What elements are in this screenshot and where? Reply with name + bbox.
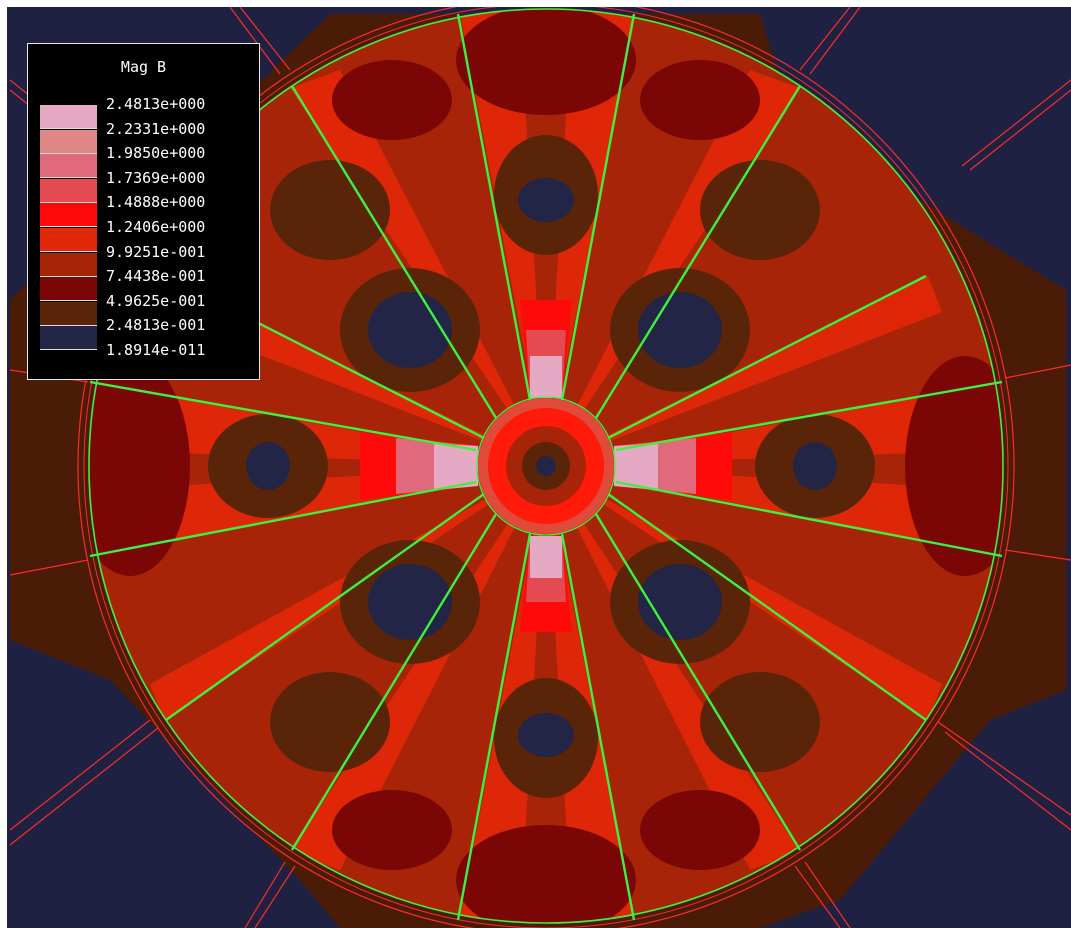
legend-swatch bbox=[40, 105, 97, 129]
legend-value-label: 1.4888e+000 bbox=[106, 193, 206, 212]
legend-swatch bbox=[40, 178, 97, 203]
legend-swatch bbox=[40, 301, 97, 326]
rotor-hub bbox=[478, 398, 614, 534]
legend-swatch bbox=[40, 277, 97, 302]
legend-value-label: 2.4813e-001 bbox=[106, 316, 206, 335]
legend-value-label: 2.2331e+000 bbox=[106, 119, 206, 138]
tooth-tips bbox=[360, 300, 732, 632]
legend-swatch bbox=[40, 228, 97, 252]
field-magnitude-legend: Mag B 2.4813e+000 2.2331e+000 1.9850e+000 1… bbox=[27, 43, 260, 380]
legend-value-label: 1.2406e+000 bbox=[106, 218, 206, 236]
magnetic-field-contour-plot[interactable] bbox=[7, 7, 1071, 928]
legend-value-label: 1.9850e+000 bbox=[106, 144, 206, 163]
legend-title: Mag B bbox=[120, 58, 167, 76]
legend-swatch bbox=[40, 154, 97, 179]
contour-canvas bbox=[9, 7, 1071, 928]
legend-value-label: 4.9625e-001 bbox=[106, 291, 206, 310]
geometry-outlines bbox=[9, 7, 1071, 928]
legend-value-label: 9.9251e-001 bbox=[106, 242, 206, 261]
legend-swatch bbox=[40, 252, 97, 277]
legend-swatch bbox=[40, 326, 97, 351]
legend-value-label: 1.8914e-011 bbox=[106, 341, 206, 359]
legend-swatch bbox=[40, 129, 97, 154]
legend-value-label: 1.7369e+000 bbox=[106, 168, 206, 187]
legend-swatch bbox=[40, 203, 97, 228]
legend-value-label: 7.4438e-001 bbox=[106, 267, 206, 286]
legend-value-label: 2.4813e+000 bbox=[106, 95, 206, 113]
